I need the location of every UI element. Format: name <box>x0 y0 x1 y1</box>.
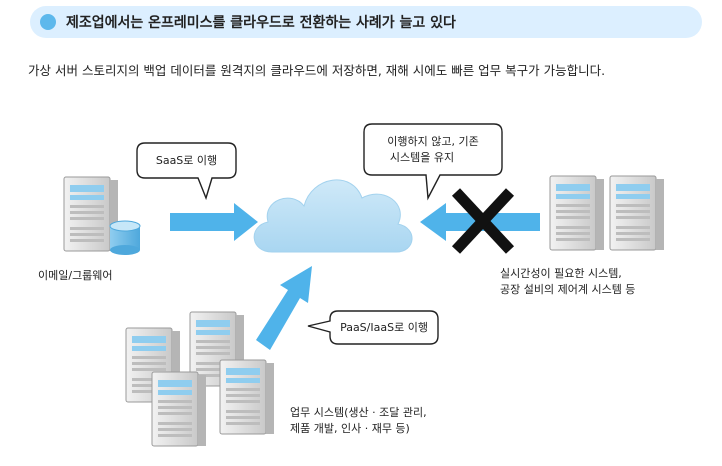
label-business-line1: 업무 시스템(생산 · 조달 관리, <box>290 406 427 419</box>
page-title: 제조업에서는 온프레미스를 클라우드로 전환하는 사례가 늘고 있다 <box>66 15 456 31</box>
bubble-saas-text: SaaS로 이행 <box>155 154 218 167</box>
server-icon <box>63 176 119 252</box>
cross-icon <box>451 188 515 254</box>
database-icon <box>109 220 141 255</box>
bubble-keep-line2: 시스템을 유지 <box>389 151 455 164</box>
speech-bubble-icon <box>307 310 439 345</box>
label-email: 이메일/그룹웨어 <box>38 269 113 282</box>
speech-bubble-icon <box>136 142 237 201</box>
page-subtitle: 가상 서버 스토리지의 백업 데이터를 원격지의 클라우드에 저장하면, 재해 … <box>28 63 606 78</box>
speech-bubble-icon <box>363 123 503 201</box>
bubble-paas-text: PaaS/IaaS로 이행 <box>340 321 428 334</box>
cloud-icon <box>253 179 413 253</box>
label-realtime-line1: 실시간성이 필요한 시스템, <box>500 267 622 280</box>
server-icon <box>549 175 605 251</box>
arrow-icon <box>256 266 312 350</box>
bubble-keep-line1: 이행하지 않고, 기존 <box>387 135 479 148</box>
header-banner: 제조업에서는 온프레미스를 클라우드로 전환하는 사례가 늘고 있다 <box>30 6 702 38</box>
server-icon <box>609 175 665 251</box>
label-business-line2: 제품 개발, 인사 · 재무 등) <box>290 422 410 435</box>
arrow-icon <box>170 203 258 241</box>
server-icon <box>219 359 275 435</box>
label-realtime-line2: 공장 설비의 제어계 시스템 등 <box>500 283 636 296</box>
bullet-dot-icon <box>40 14 56 30</box>
server-icon <box>151 371 207 447</box>
